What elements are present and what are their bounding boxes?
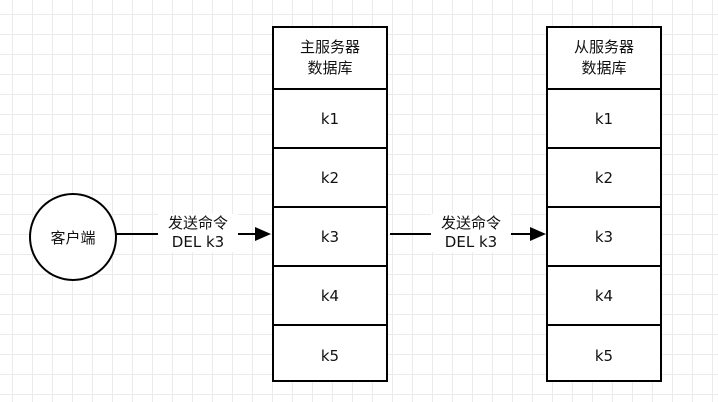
- slave-db-key-row: k4: [548, 267, 660, 326]
- master-to-slave-label: 发送命令 DEL k3: [431, 214, 511, 252]
- slave-db-title-line2: 数据库: [581, 59, 627, 77]
- slave-database: 从服务器 数据库 k1 k2 k3 k4 k5: [546, 26, 662, 382]
- slave-db-title-line1: 从服务器: [573, 38, 634, 56]
- client-node: 客户端: [29, 193, 117, 281]
- edge-label-line2: DEL k3: [171, 233, 225, 251]
- edge-label-line1: 发送命令: [167, 214, 228, 232]
- client-label: 客户端: [50, 228, 96, 247]
- master-db-key-row: k3: [274, 208, 386, 267]
- slave-db-key-row: k2: [548, 149, 660, 208]
- slave-db-key-row: k1: [548, 90, 660, 149]
- master-database: 主服务器 数据库 k1 k2 k3 k4 k5: [272, 26, 388, 382]
- edge-label-line2: DEL k3: [444, 233, 498, 251]
- master-db-title-line1: 主服务器: [299, 38, 360, 56]
- slave-db-header: 从服务器 数据库: [548, 28, 660, 90]
- master-db-key-row: k4: [274, 267, 386, 326]
- master-db-key-row: k1: [274, 90, 386, 149]
- master-db-key-row: k2: [274, 149, 386, 208]
- master-db-title-line2: 数据库: [307, 59, 353, 77]
- client-to-master-label: 发送命令 DEL k3: [158, 214, 238, 252]
- arrow-right-icon: [530, 227, 546, 241]
- slave-db-key-row: k5: [594, 346, 614, 365]
- edge-label-line1: 发送命令: [440, 214, 501, 232]
- slave-db-key-row: k3: [548, 208, 660, 267]
- arrow-right-icon: [255, 227, 271, 241]
- master-db-key-row: k5: [320, 346, 340, 365]
- master-db-header: 主服务器 数据库: [274, 28, 386, 90]
